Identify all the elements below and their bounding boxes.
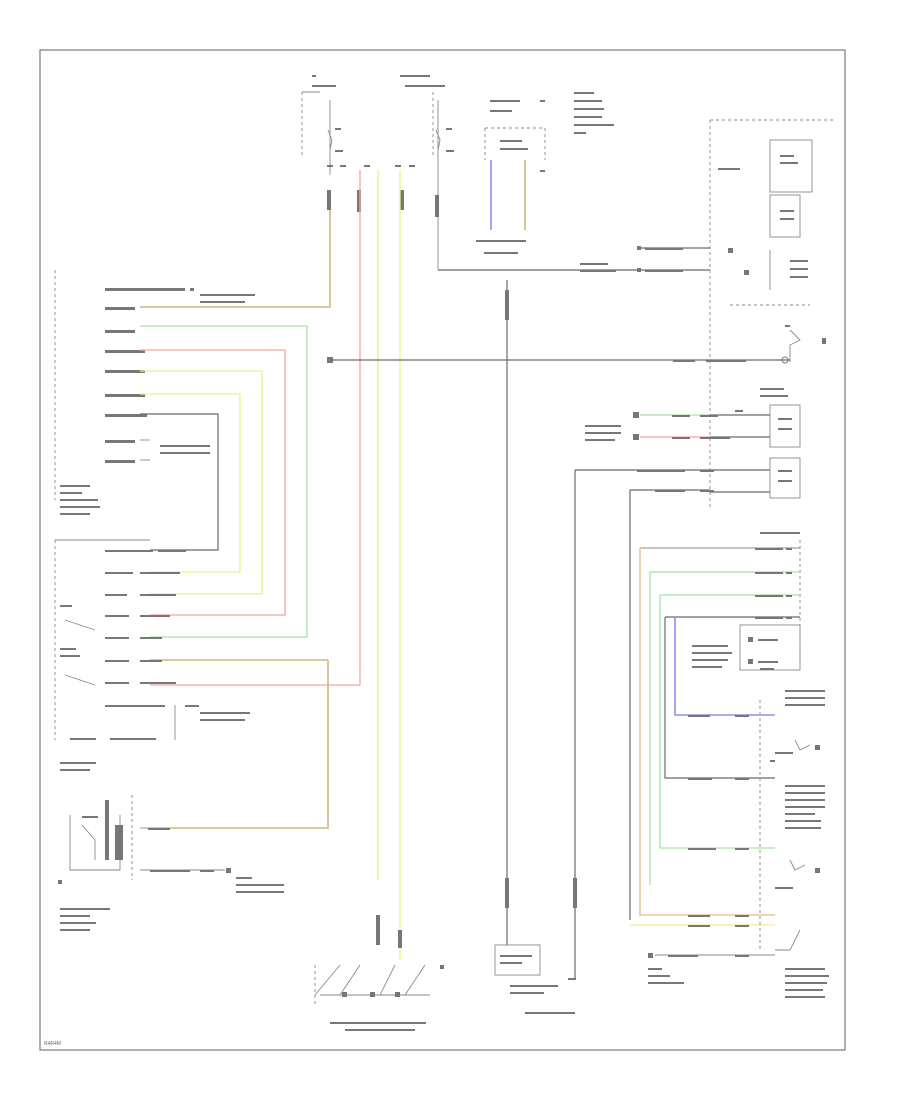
left-switch-assembly (54, 539, 250, 771)
top-right-wires (438, 246, 749, 275)
top-right-module (709, 119, 835, 510)
diagram-frame (39, 49, 846, 1051)
left-connector-labels (54, 270, 255, 515)
fuse-connectors (327, 165, 439, 217)
left-harness-top (140, 210, 331, 638)
center-relay-block (476, 100, 546, 254)
bottom-center-module (494, 944, 576, 1014)
diagram-id: R4R4M (44, 1041, 61, 1047)
right-lower-module (630, 532, 829, 998)
center-vertical-wires (140, 170, 790, 960)
top-right-label-block (574, 92, 614, 134)
bottom-center-switch (314, 915, 444, 1031)
fuse-block-top-right (400, 75, 454, 270)
right-mid-wires (585, 412, 770, 920)
fuse-block-top-left (301, 75, 343, 175)
center-long-wires (505, 280, 714, 980)
bottom-left-sensor (58, 795, 284, 931)
